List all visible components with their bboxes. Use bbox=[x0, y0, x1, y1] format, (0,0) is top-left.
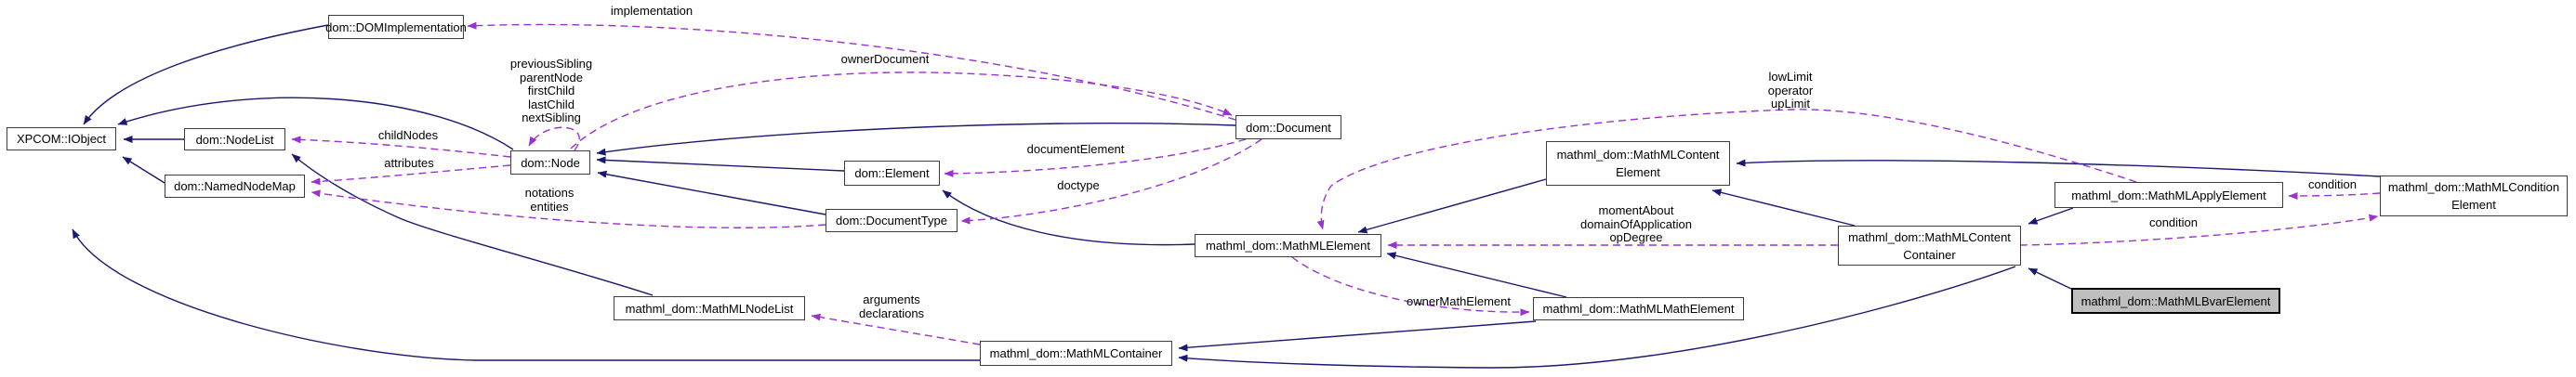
edge-usage-ownermathelement bbox=[1291, 256, 1530, 317]
edge-inherit-mathmlmathelement-mathmlcontainer bbox=[1178, 320, 1537, 352]
class-node-dom-documenttype[interactable]: dom::DocumentType bbox=[826, 209, 958, 232]
edge-inherit-contentelement-mathmlelement bbox=[1357, 178, 1547, 234]
edge-inherit-document-node bbox=[596, 123, 1236, 156]
edge-label-arguments-declarations: arguments declarations bbox=[858, 292, 925, 320]
edge-inherit-mathmlcontainer-iobject bbox=[72, 228, 980, 361]
edge-inherit-mathmlelement-element bbox=[942, 189, 1196, 246]
class-node-mathmlmathelement[interactable]: mathml_dom::MathMLMathElement bbox=[1533, 297, 1744, 320]
edge-inherit-documenttype-node bbox=[597, 170, 826, 215]
edge-label-condition-left: condition bbox=[2148, 215, 2199, 229]
class-node-mathmlapplyelement[interactable]: mathml_dom::MathMLApplyElement bbox=[2054, 182, 2283, 208]
class-node-xpcom-iobject[interactable]: XPCOM::IObject bbox=[7, 127, 116, 150]
edge-usage-childnodes bbox=[291, 136, 511, 158]
edge-label-condition-right: condition bbox=[2307, 177, 2358, 191]
class-node-mathmlcontentcontainer[interactable]: mathml_dom::MathMLContent Container bbox=[1838, 226, 2021, 266]
class-node-mathmlconditionelement[interactable]: mathml_dom::MathMLCondition Element bbox=[2380, 176, 2568, 216]
class-node-dom-document[interactable]: dom::Document bbox=[1235, 115, 1341, 139]
edge-label-implementation: implementation bbox=[610, 4, 694, 18]
edge-label-notations-entities: notations entities bbox=[524, 186, 575, 214]
edge-usage-node-self-loop bbox=[528, 126, 580, 151]
edge-usage-condition-conditionelement bbox=[2288, 191, 2381, 200]
class-node-mathmlbvarelement-current: mathml_dom::MathMLBvarElement bbox=[2071, 288, 2280, 314]
edge-label-momentabout-domain-opdegree: momentAbout domainOfApplication opDegree bbox=[1580, 203, 1692, 244]
edge-usage-arguments-declarations bbox=[811, 313, 981, 345]
edge-usage-ownerdocument bbox=[570, 72, 1233, 150]
edge-usage-lowlimit-operator-uplimit bbox=[1316, 109, 2137, 230]
edge-label-ownerdocument: ownerDocument bbox=[840, 52, 930, 66]
class-node-mathmlnodelist[interactable]: mathml_dom::MathMLNodeList bbox=[614, 296, 805, 320]
edge-label-attributes: attributes bbox=[384, 156, 434, 170]
edge-inherit-contentcontainer-contentelement bbox=[1711, 188, 1856, 227]
class-node-mathmlcontainer[interactable]: mathml_dom::MathMLContainer bbox=[980, 341, 1172, 366]
edge-label-documentelement: documentElement bbox=[1026, 142, 1125, 156]
edge-usage-notations-entities bbox=[310, 189, 826, 228]
edge-inherit-applyelement-contentcontainer bbox=[2028, 207, 2074, 225]
class-node-mathmlcontentelement[interactable]: mathml_dom::MathMLContent Element bbox=[1546, 141, 1730, 186]
edge-label-node-self-members: previousSibling parentNode firstChild la… bbox=[509, 57, 593, 124]
edge-inherit-mathmlnodelist-nodelist bbox=[291, 153, 654, 296]
edge-usage-doctype bbox=[960, 138, 1262, 225]
edge-inherit-conditionelement-contentelement bbox=[1736, 159, 2381, 177]
edge-usage-documentelement bbox=[944, 138, 1247, 177]
edge-inherit-namednodemap-iobject bbox=[122, 156, 165, 184]
class-node-mathmlelement[interactable]: mathml_dom::MathMLElement bbox=[1195, 234, 1381, 257]
edge-label-ownermathelement: ownerMathElement bbox=[1407, 294, 1511, 308]
edge-inherit-bvarelement-contentcontainer bbox=[2028, 267, 2072, 290]
edge-usage-implementation bbox=[467, 21, 1236, 121]
edge-inherit-contentcontainer-mathmlcontainer bbox=[1178, 266, 2016, 369]
edge-inherit-element-node bbox=[596, 156, 845, 172]
class-node-dom-namednodemap[interactable]: dom::NamedNodeMap bbox=[165, 175, 305, 198]
edge-usage-attributes bbox=[310, 164, 511, 186]
class-node-dom-node[interactable]: dom::Node bbox=[510, 150, 590, 175]
edge-inherit-domimplementation-iobject bbox=[83, 24, 329, 125]
edge-label-doctype: doctype bbox=[1057, 178, 1100, 192]
class-node-dom-nodelist[interactable]: dom::NodeList bbox=[184, 128, 285, 150]
class-node-dom-element[interactable]: dom::Element bbox=[844, 161, 940, 186]
edge-label-childnodes: childNodes bbox=[377, 128, 439, 142]
edge-label-lowlimit-operator-uplimit: lowLimit operator upLimit bbox=[1767, 70, 1814, 110]
edge-usage-condition-contentcontainer bbox=[2019, 214, 2379, 246]
class-node-dom-domimplementation[interactable]: dom::DOMImplementation bbox=[325, 15, 467, 39]
edge-inherit-mathmlmathelement-mathmlelement bbox=[1386, 252, 1567, 298]
edge-inherit-node-iobject bbox=[117, 97, 514, 150]
